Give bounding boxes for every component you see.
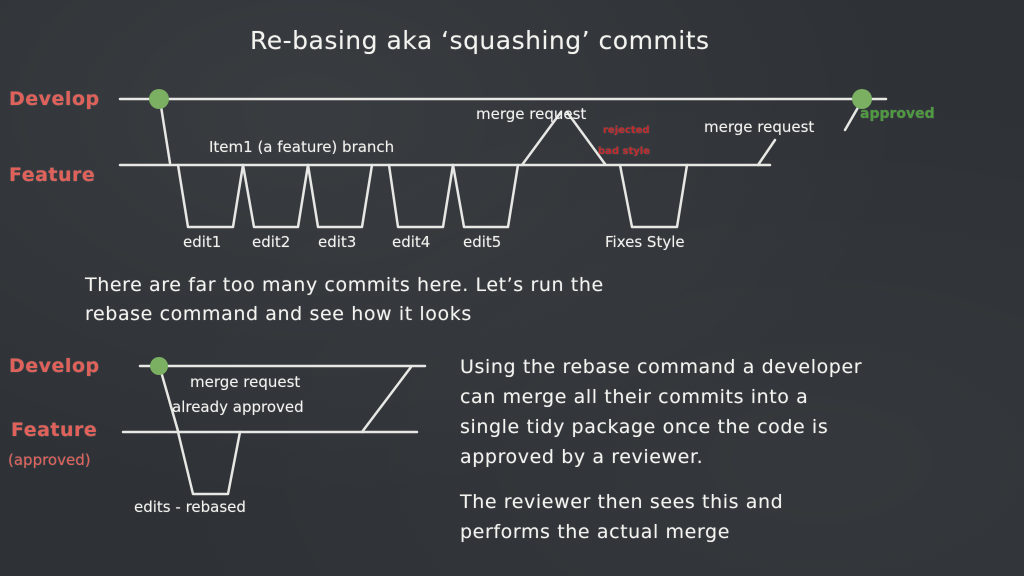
edit-label-2: edit2: [252, 233, 291, 251]
rejected-label: rejected: [603, 125, 650, 136]
bad-style-label: bad style: [598, 146, 651, 157]
right-text-line-1: Using the rebase command a developer: [460, 356, 863, 378]
branch-label: Item1 (a feature) branch: [209, 138, 395, 156]
right-text-line-2: can merge all their commits into a: [460, 386, 809, 408]
merge-request-line-2: [756, 138, 777, 167]
feature-approved-sublabel: (approved): [8, 451, 91, 469]
develop-start-node: [149, 89, 169, 109]
merge-request-label-1: merge request: [476, 105, 587, 123]
right-text-line-5: The reviewer then sees this and: [460, 491, 784, 513]
branch-out-line: [158, 98, 172, 165]
merge-request-line-1: [520, 110, 563, 167]
slide-title: Re-basing aka ‘squashing’ commits: [250, 26, 710, 55]
commit-dip-edit3: [306, 163, 374, 229]
rejected-line: [565, 110, 607, 166]
fixes-style-label: Fixes Style: [605, 233, 685, 251]
middle-text-line-2: rebase command and see how it looks: [85, 303, 472, 325]
feature-label-top: Feature: [9, 164, 96, 186]
right-text-line-6: performs the actual merge: [460, 521, 730, 543]
edit-label-3: edit3: [318, 233, 357, 251]
commit-dip-edit2: [241, 163, 310, 229]
develop-label-bottom: Develop: [9, 355, 100, 377]
edits-rebased-label: edits - rebased: [134, 498, 246, 516]
branch-out-line-bottom: [158, 366, 180, 433]
edit-label-5: edit5: [463, 233, 502, 251]
develop-label-top: Develop: [9, 88, 100, 110]
commit-dip-edit5: [451, 163, 520, 229]
merge-request-label-2: merge request: [704, 118, 815, 136]
approved-label: approved: [860, 106, 935, 122]
edit-label-1: edit1: [183, 233, 222, 251]
right-text-line-3: single tidy package once the code is: [460, 416, 829, 438]
merge-request-label-bottom: merge request: [190, 373, 301, 391]
edit-label-4: edit4: [392, 233, 431, 251]
commit-dip-edit4: [387, 163, 455, 229]
already-approved-label: already approved: [172, 398, 304, 416]
commit-dip-fixes: [618, 163, 689, 229]
right-text-line-4: approved by a reviewer.: [460, 446, 704, 468]
develop-merge-node: [852, 89, 872, 109]
commit-dip-rebased: [176, 430, 242, 496]
feature-label-bottom: Feature: [11, 419, 98, 441]
commit-dip-edit1: [176, 163, 245, 229]
middle-text-line-1: There are far too many commits here. Let…: [85, 274, 604, 296]
merge-line-bottom: [360, 365, 413, 434]
develop-start-node-bottom: [150, 357, 168, 375]
merge-request-line-2b: [843, 102, 862, 132]
